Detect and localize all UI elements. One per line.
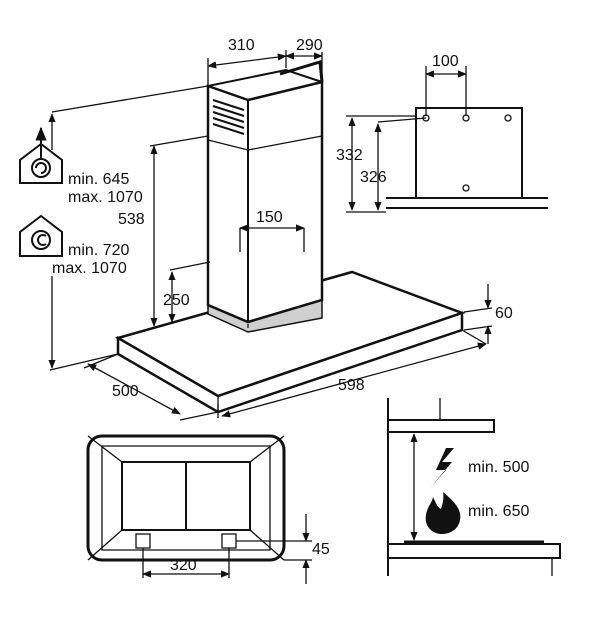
recirculation-max-label: max. 1070 (52, 260, 127, 277)
light-right (221, 533, 237, 549)
chimney-vent-slots (212, 99, 245, 135)
hood-width-label: 598 (338, 377, 365, 394)
bracket-height-outer-label: 332 (336, 147, 363, 164)
extraction-min-label: min. 645 (68, 171, 129, 188)
ceiling-reference-line (51, 85, 209, 113)
extraction-house-icon (19, 126, 63, 184)
cooktop-profile (387, 543, 561, 559)
extraction-max-label: max. 1070 (68, 189, 143, 206)
filter-offset-label: 45 (312, 541, 330, 558)
bracket-height-inner-label: 326 (360, 169, 387, 186)
chimney-depth-label: 290 (296, 37, 323, 54)
wall-bracket (415, 107, 523, 199)
recirculation-house-icon (19, 214, 63, 257)
canopy-dim-extension (169, 261, 211, 271)
flame-icon (425, 492, 461, 534)
ceiling-line (386, 197, 548, 209)
canopy-to-bottom-label: 250 (163, 292, 190, 309)
filter-spacing-label: 320 (170, 557, 197, 574)
recirculation-min-label: min. 720 (68, 242, 129, 259)
hole-spacing-label: 100 (432, 53, 459, 70)
hood-side-profile (387, 419, 495, 433)
chimney-top-bracket (279, 60, 324, 83)
light-left (135, 533, 151, 549)
floor-reference-line (49, 353, 119, 371)
hood-thickness-label: 60 (495, 305, 513, 322)
lightning-icon (430, 448, 454, 488)
hood-depth-label: 500 (112, 383, 139, 400)
width-dim-extension (217, 329, 487, 418)
chimney-width-dim-line (207, 53, 287, 69)
chimney-height-label: 538 (118, 211, 145, 228)
outlet-diameter-label: 150 (256, 209, 283, 226)
gas-clearance-label: min. 650 (468, 503, 529, 520)
outlet-diameter-extension (239, 228, 305, 252)
bracket-hole-far (504, 114, 512, 122)
bracket-height-extension (346, 115, 427, 123)
chimney-top-edge (207, 68, 323, 87)
chimney-section-line (207, 135, 323, 151)
hood-bottom-bevels (87, 435, 285, 561)
clearance-view: min. 500 min. 650 (387, 398, 561, 576)
width-dim-line (221, 342, 487, 418)
hood-bottom-inner (101, 445, 271, 551)
hood-bottom-outline (86, 434, 286, 562)
hood-chimney (206, 80, 324, 324)
bracket-hole-bottom (462, 184, 470, 192)
electric-clearance-label: min. 500 (468, 459, 529, 476)
hood-main-view: 310 290 538 150 250 60 598 500 (19, 37, 513, 421)
chimney-height-extension (149, 135, 209, 147)
chimney-width-label: 310 (228, 37, 255, 54)
bottom-view: 320 45 (86, 434, 330, 584)
depth-dim-line (87, 363, 181, 415)
bracket-view: 100 332 326 (336, 53, 548, 213)
